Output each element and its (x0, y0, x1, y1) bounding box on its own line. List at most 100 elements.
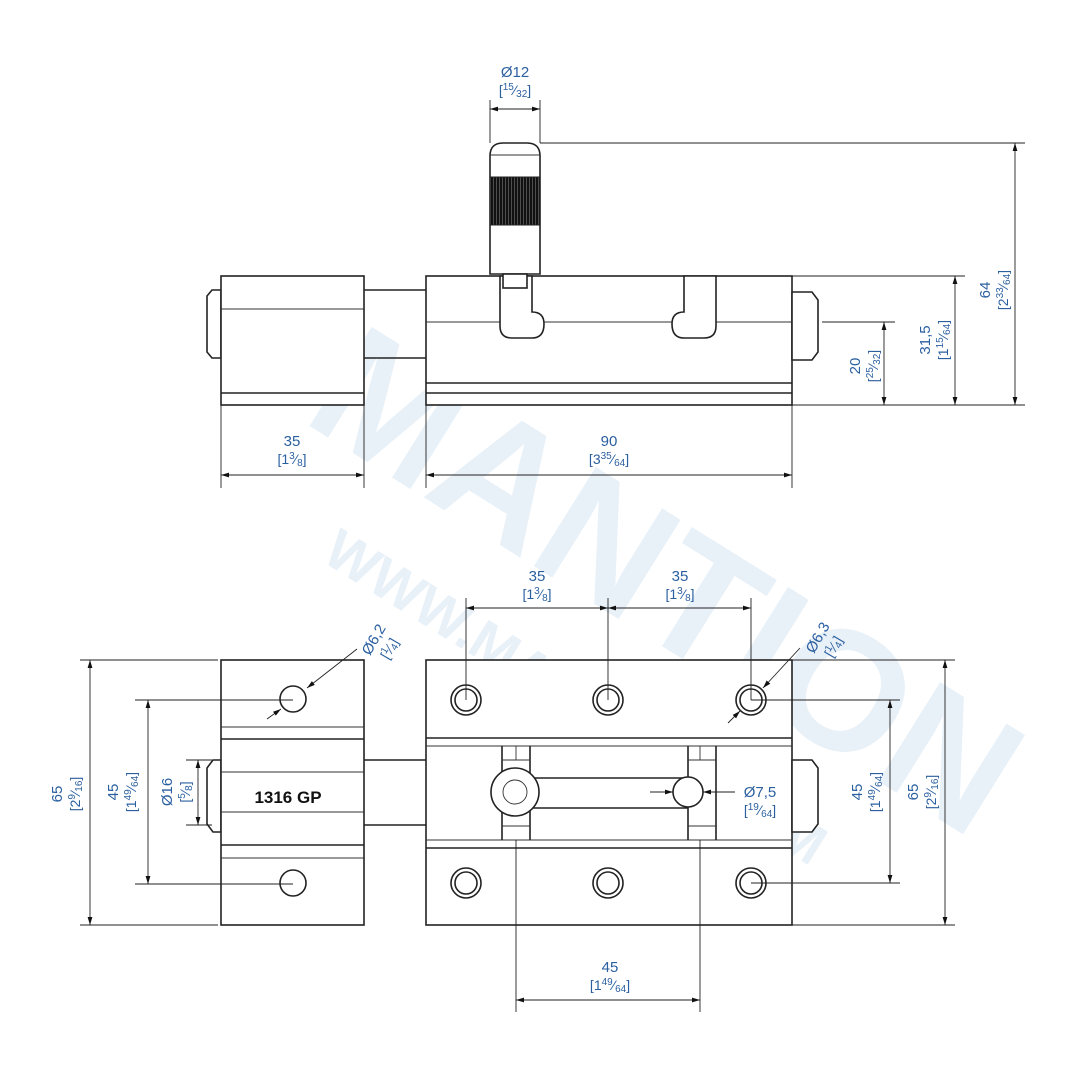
dim-body-hole-diameter: Ø6,3[1⁄4] (803, 619, 847, 660)
dim-value: 35 (529, 568, 546, 585)
dim-whole: 2 (923, 797, 939, 805)
dim-numerator: 25 (865, 367, 876, 379)
dim-value: 90 (601, 433, 618, 450)
main-body (425, 275, 793, 406)
dim-denominator: 64 (761, 809, 773, 820)
side-view-dimensions (220, 100, 1025, 488)
dim-inch-fraction: [115⁄64] (935, 320, 953, 360)
dim-numerator: 15 (503, 82, 515, 93)
dim-inch-fraction: [25⁄32] (865, 350, 883, 382)
dim-whole: 3 (593, 451, 601, 467)
dim-whole: 2 (67, 799, 83, 807)
dim-keeper-hole-spacing: 45[149⁄64] (105, 772, 141, 812)
dim-denominator: 16 (74, 780, 85, 792)
side-view (206, 142, 819, 406)
dim-denominator: 8 (297, 458, 303, 469)
dim-whole: 1 (594, 977, 602, 993)
dim-value: 35 (284, 433, 301, 450)
dim-value: 45 (602, 959, 619, 976)
dim-numerator: 3 (677, 586, 683, 597)
dim-numerator: 15 (935, 337, 946, 349)
dim-denominator: 64 (130, 775, 141, 787)
dim-whole: 1 (935, 348, 951, 356)
front-view-dimensions (80, 598, 955, 1012)
dim-inch-fraction: [149⁄64] (867, 772, 885, 812)
knob-base (490, 767, 540, 817)
dim-whole: 1 (867, 800, 883, 808)
dim-numerator: 9 (67, 794, 78, 800)
dim-numerator: 49 (867, 789, 878, 801)
dim-value: Ø7,5 (744, 784, 777, 801)
dim-inch-fraction: [1⁄4] (377, 635, 403, 662)
dim-keeper-length: 35[13⁄8] (277, 433, 306, 469)
dim-denominator: 64 (614, 458, 626, 469)
dim-denominator: 4 (389, 642, 402, 653)
dim-inch-fraction: [233⁄64] (995, 270, 1013, 310)
dim-keeper-width: 65[29⁄16] (49, 777, 85, 812)
dim-inch-fraction: [13⁄8] (522, 586, 551, 604)
dim-numerator: 49 (123, 789, 134, 801)
dim-inch-fraction: [5⁄8] (177, 781, 195, 802)
dim-denominator: 64 (1002, 273, 1013, 285)
detent-ball (672, 776, 704, 808)
dim-whole: 2 (995, 298, 1011, 306)
dim-whole: 1 (281, 451, 289, 467)
dim-value: 65 (49, 786, 66, 803)
dim-keeper-hole-diameter: Ø6,2[1⁄4] (359, 621, 403, 662)
dim-value: 31,5 (917, 325, 934, 354)
dim-denominator: 64 (615, 984, 627, 995)
dimension-labels: Ø12[15⁄32] 64[233⁄64] 31,5[115⁄64] 20[25… (49, 64, 1013, 995)
dim-numerator: 9 (923, 792, 934, 798)
dim-value: 20 (847, 358, 864, 375)
dim-numerator: 33 (995, 287, 1006, 299)
dim-denominator: 8 (542, 593, 548, 604)
dim-bolt-axis-height: 20[25⁄32] (847, 350, 883, 382)
dim-denominator: 4 (833, 640, 846, 651)
front-view: 1316 GP (206, 659, 819, 926)
dim-ball-diameter: Ø7,5[19⁄64] (744, 784, 777, 820)
knob-knurl (489, 176, 541, 226)
dim-inch-fraction: [149⁄64] (123, 772, 141, 812)
dim-whole: 1 (526, 586, 534, 602)
dim-denominator: 8 (184, 785, 195, 791)
dim-hole-spacing-1: 35[13⁄8] (522, 568, 551, 604)
dim-value: 64 (977, 282, 994, 299)
dim-value: Ø16 (159, 778, 176, 806)
dim-body-hole-spacing: 45[149⁄64] (849, 772, 885, 812)
dim-value: Ø12 (501, 64, 529, 81)
dim-inch-fraction: [29⁄16] (67, 777, 85, 812)
keeper-end-cap (206, 759, 222, 833)
dim-numerator: 3 (289, 451, 295, 462)
dim-body-length: 90[335⁄64] (589, 433, 629, 469)
keeper-hole (279, 685, 307, 713)
dim-inch-fraction: [1⁄4] (821, 633, 847, 660)
keeper-end-cap (206, 289, 222, 359)
dim-numerator: 49 (602, 977, 614, 988)
dim-hole-spacing-2: 35[13⁄8] (665, 568, 694, 604)
dim-value: 45 (849, 784, 866, 801)
dim-inch-fraction: [335⁄64] (589, 451, 629, 469)
dim-value: 65 (905, 784, 922, 801)
dim-value: 35 (672, 568, 689, 585)
dim-body-height: 31,5[115⁄64] (917, 320, 953, 360)
dim-inch-fraction: [19⁄64] (744, 802, 776, 820)
dim-numerator: 5 (177, 793, 188, 799)
dim-denominator: 64 (942, 323, 953, 335)
dim-total-height: 64[233⁄64] (977, 270, 1013, 310)
bolt-end-cap (791, 291, 819, 361)
dim-inch-fraction: [15⁄32] (499, 82, 531, 100)
dim-numerator: 1 (379, 645, 392, 656)
dim-whole: 1 (669, 586, 677, 602)
dim-numerator: 3 (534, 586, 540, 597)
dim-numerator: 19 (748, 802, 760, 813)
bolt-end-cap (791, 759, 819, 833)
dim-knob-diameter: Ø12[15⁄32] (499, 64, 531, 100)
dim-inch-fraction: [13⁄8] (277, 451, 306, 469)
dim-denominator: 32 (872, 353, 883, 365)
dim-denominator: 8 (685, 593, 691, 604)
dim-numerator: 1 (823, 643, 836, 654)
dim-body-width: 65[29⁄16] (905, 775, 941, 810)
keeper-hole (279, 869, 307, 897)
